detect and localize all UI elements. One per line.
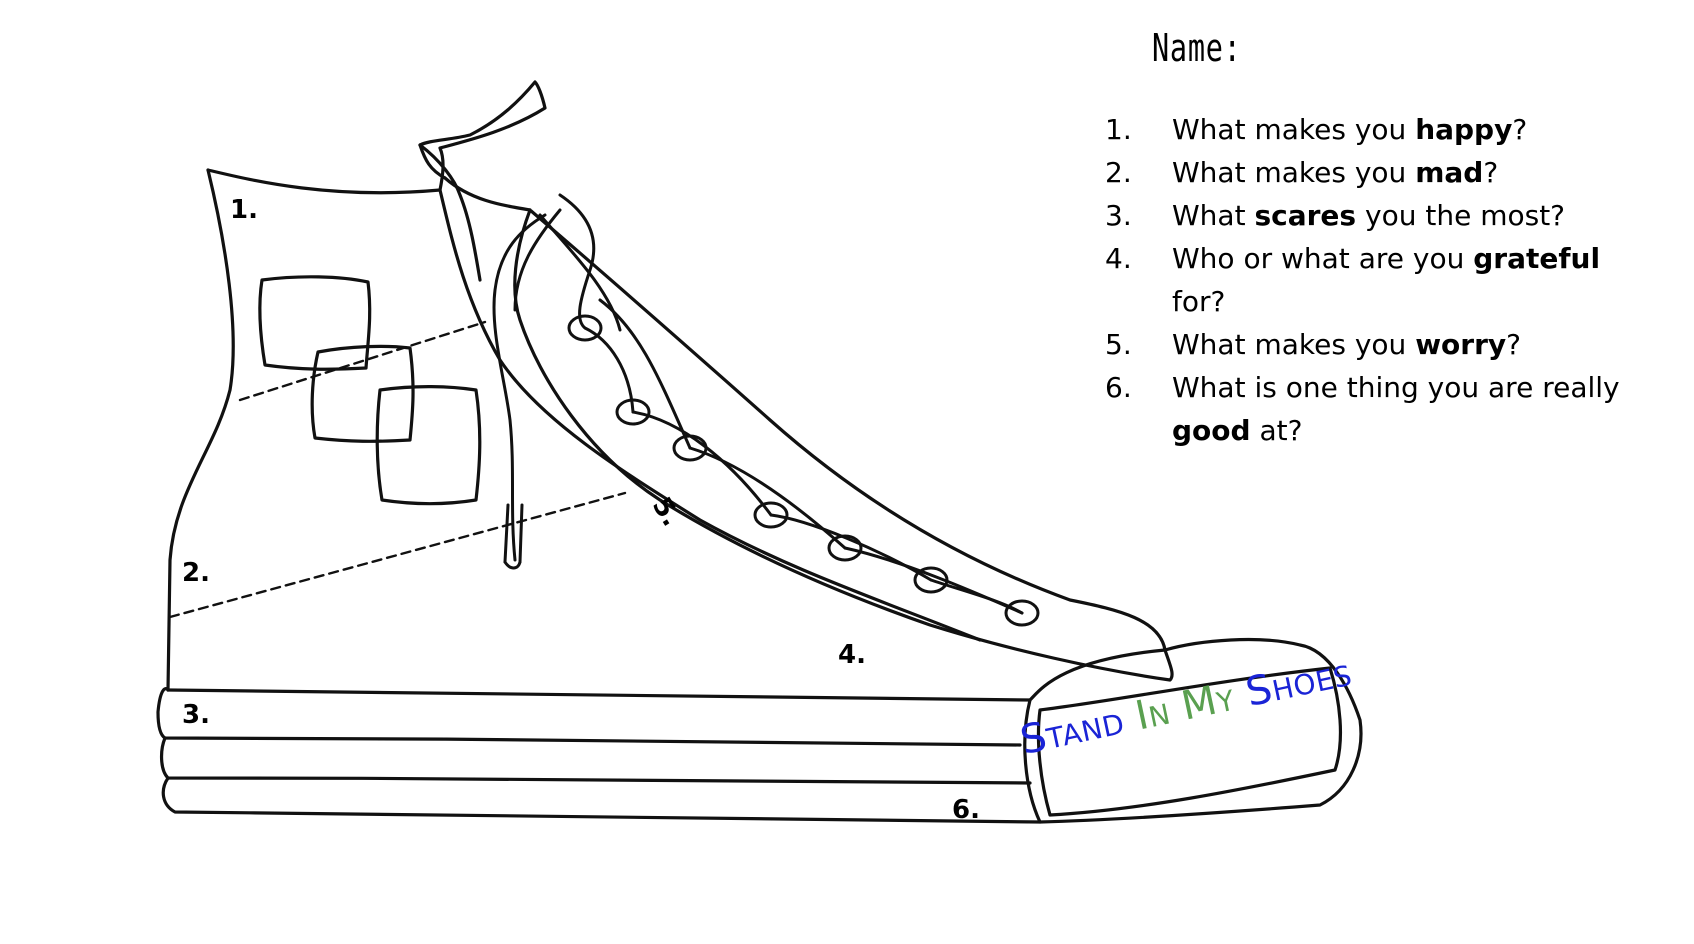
question-text-before: What makes you xyxy=(1172,156,1416,189)
question-number: 2. xyxy=(1105,156,1132,189)
shoe-toe-cap xyxy=(1023,637,1363,824)
question-text-after: at? xyxy=(1250,414,1303,447)
question-text-after: ? xyxy=(1506,328,1522,361)
shoe-region-label-2: 2. xyxy=(182,558,210,588)
question-item: 5. What makes you worry? xyxy=(1095,323,1655,366)
shoe-region-label-1: 1. xyxy=(230,195,258,225)
shoe-laces xyxy=(492,193,1024,615)
shoe-tongue-inner xyxy=(443,176,532,212)
question-list: 1. What makes you happy? 2. What makes y… xyxy=(1095,108,1655,452)
question-number: 5. xyxy=(1105,328,1132,361)
shoe-sole-band1 xyxy=(156,687,1022,747)
shoe-sole-top xyxy=(166,688,1032,702)
question-item: 4. Who or what are you grateful for? xyxy=(1095,237,1655,323)
brand-word-in: In xyxy=(1131,687,1175,740)
shoe-region-label-3: 3. xyxy=(182,700,210,730)
shoe-sole-band2 xyxy=(160,736,1032,785)
question-text-before: Who or what are you xyxy=(1172,242,1474,275)
shoe-sole-bottom xyxy=(161,776,1042,824)
question-number: 1. xyxy=(1105,113,1132,146)
question-text-before: What is one thing you are really xyxy=(1172,371,1620,404)
shoe-patches xyxy=(258,275,482,506)
question-keyword: worry xyxy=(1415,328,1507,361)
question-number: 6. xyxy=(1105,371,1132,404)
shoe-region-label-4: 4. xyxy=(838,640,866,670)
shoe-collar-front xyxy=(438,188,982,642)
question-text-after: you the most? xyxy=(1356,199,1566,232)
question-keyword: mad xyxy=(1415,156,1484,189)
shoe-toe-cap-inner xyxy=(1036,666,1343,817)
question-text-after: ? xyxy=(1512,113,1528,146)
question-item: 6. What is one thing you are really good… xyxy=(1095,366,1655,452)
question-item: 3. What scares you the most? xyxy=(1095,194,1655,237)
question-text-before: What makes you xyxy=(1172,328,1416,361)
shoe-back-outline xyxy=(166,168,235,692)
shoe-region-label-6: 6. xyxy=(952,795,980,825)
shoe-dashed-lines xyxy=(168,320,627,619)
question-keyword: scares xyxy=(1254,199,1357,232)
question-keyword: good xyxy=(1172,414,1251,447)
question-text-before: What xyxy=(1172,199,1255,232)
shoe-tongue xyxy=(418,143,482,282)
question-text-before: What makes you xyxy=(1172,113,1416,146)
question-item: 1. What makes you happy? xyxy=(1095,108,1655,151)
question-number: 3. xyxy=(1105,199,1132,232)
question-item: 2. What makes you mad? xyxy=(1095,151,1655,194)
question-text-after: for? xyxy=(1172,285,1226,318)
shoe-eyestay xyxy=(513,208,1174,682)
question-text-after: ? xyxy=(1483,156,1499,189)
shoe-heel-outline xyxy=(206,80,547,195)
shoe-eyelets xyxy=(567,314,1040,627)
question-keyword: happy xyxy=(1415,113,1513,146)
name-field-label: Name: xyxy=(1152,26,1242,70)
question-number: 4. xyxy=(1105,242,1132,275)
question-keyword: grateful xyxy=(1473,242,1601,275)
